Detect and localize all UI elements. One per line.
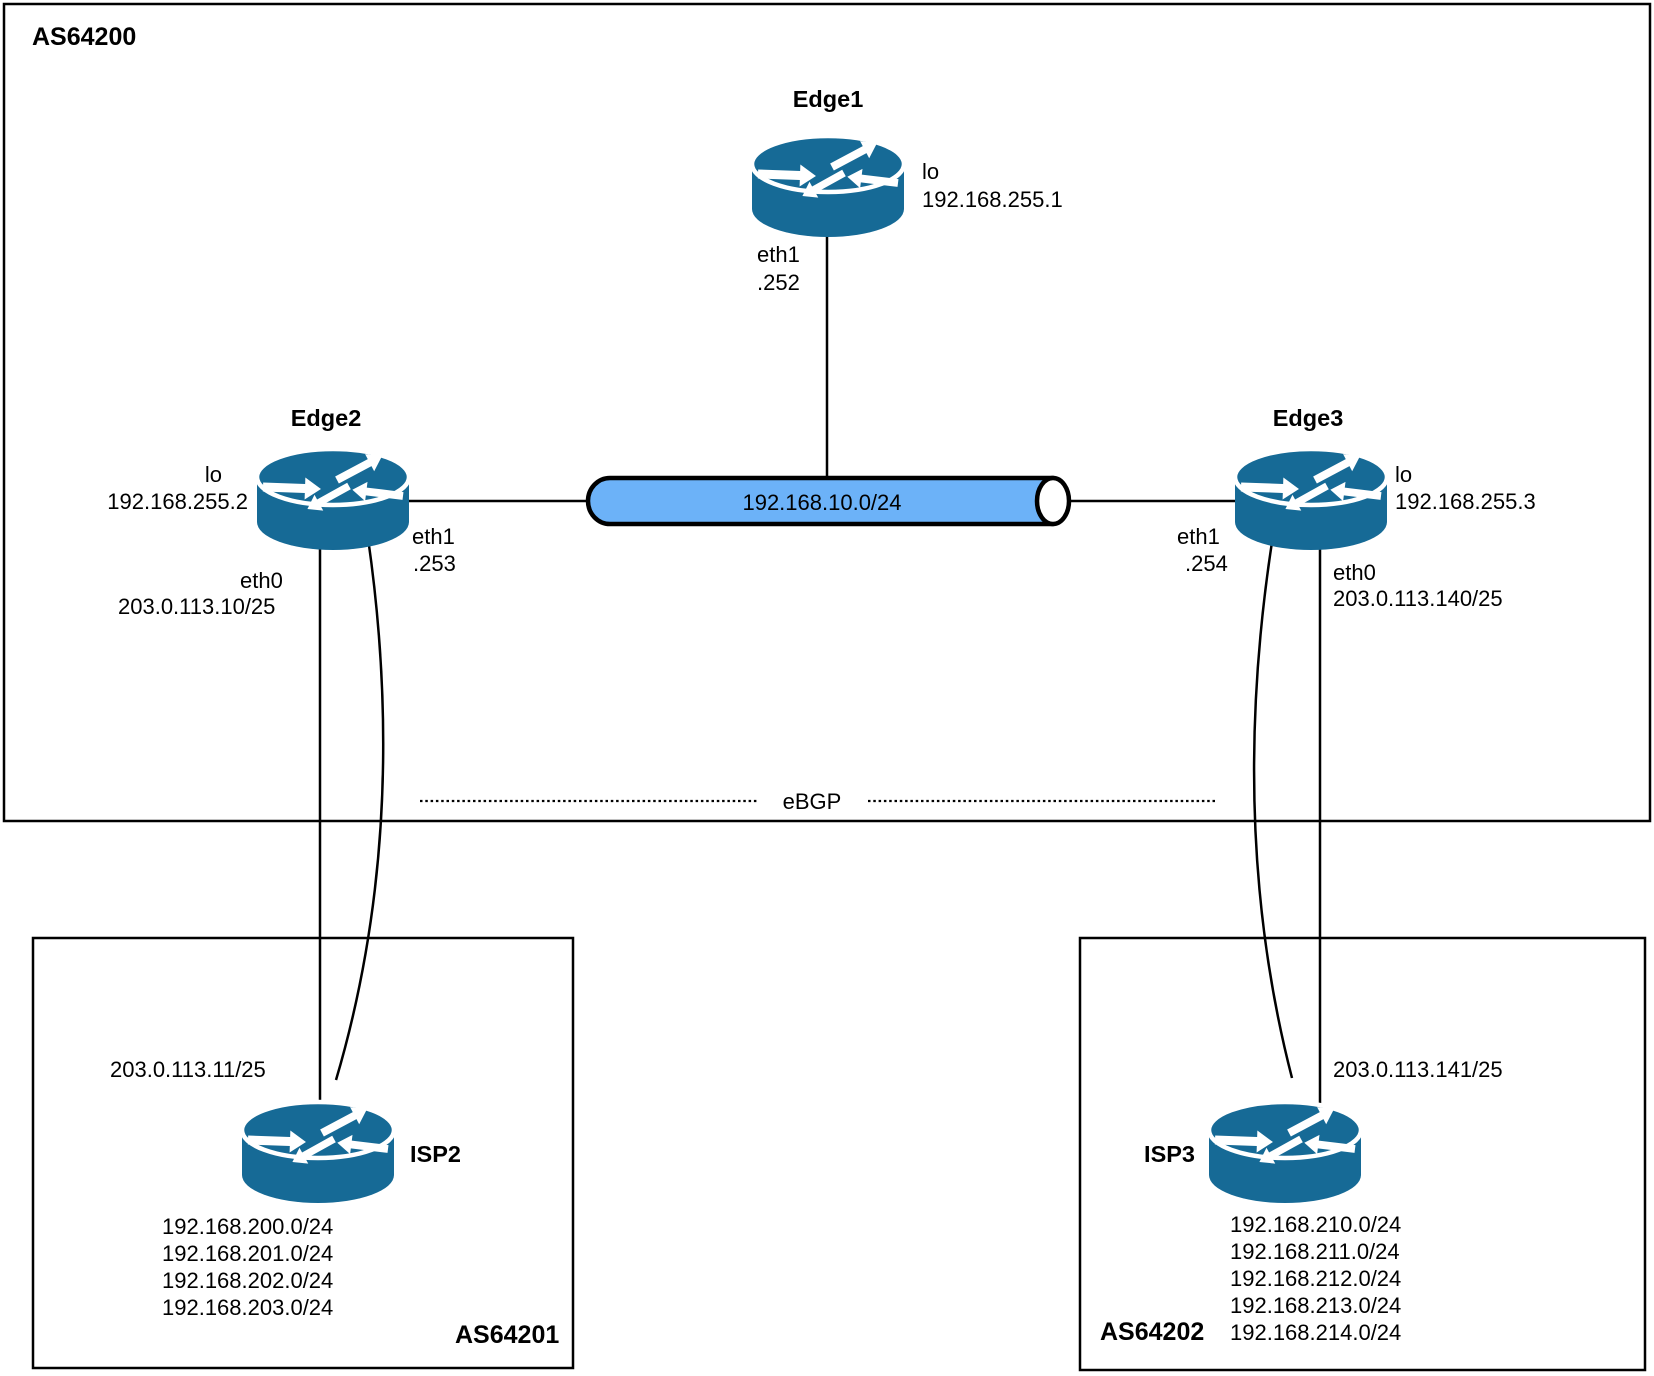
edge1-eth1-ip: .252: [757, 270, 800, 295]
isp3-peer-ip: 203.0.113.141/25: [1333, 1057, 1503, 1082]
edge1-router-icon: [752, 134, 904, 236]
isp2-network: 192.168.203.0/24: [162, 1295, 333, 1320]
edge1-eth1-label: eth1: [757, 242, 800, 267]
edge2-eth1-label: eth1: [412, 524, 455, 549]
edge2-ebgp-session-curve: [334, 537, 385, 1081]
isp3-network: 192.168.211.0/24: [1230, 1239, 1400, 1264]
isp3-network: 192.168.210.0/24: [1230, 1212, 1401, 1237]
edge3-router-icon: [1235, 447, 1387, 549]
edge1-lo-label: lo: [922, 159, 939, 184]
edge3-lo-ip: 192.168.255.3: [1395, 489, 1536, 514]
as64200-box: [2, 2, 1652, 823]
edge3-name: Edge3: [1273, 405, 1344, 431]
as64202-box: [1078, 936, 1647, 1372]
as64201-label: AS64201: [455, 1321, 559, 1349]
isp3-router-icon: [1209, 1100, 1361, 1202]
edge2-eth0-label: eth0: [240, 568, 283, 593]
edge2-lo-ip: 192.168.255.2: [107, 489, 248, 514]
isp3-network: 192.168.214.0/24: [1230, 1320, 1401, 1345]
lan-segment: [585, 475, 1056, 527]
edge3-lo-label: lo: [1395, 462, 1412, 487]
ebgp-label: eBGP: [783, 789, 842, 814]
isp3-network: 192.168.212.0/24: [1230, 1266, 1401, 1291]
isp2-network: 192.168.201.0/24: [162, 1241, 333, 1266]
edge1-lo-ip: 192.168.255.1: [922, 187, 1063, 212]
edge3-eth1-label: eth1: [1177, 524, 1220, 549]
lan-segment-network: 192.168.10.0/24: [742, 490, 901, 515]
isp2-peer-ip: 203.0.113.11/25: [110, 1057, 266, 1082]
as64202-label: AS64202: [1100, 1318, 1204, 1346]
edge2-eth1-ip: .253: [413, 551, 456, 576]
isp2-network: 192.168.200.0/24: [162, 1214, 333, 1239]
edge1-name: Edge1: [793, 86, 864, 112]
edge3-eth0-ip: 203.0.113.140/25: [1333, 586, 1503, 611]
edge2-lo-label: lo: [205, 462, 222, 487]
isp3-name: ISP3: [1144, 1141, 1195, 1167]
edge2-eth0-ip: 203.0.113.10/25: [118, 594, 275, 619]
isp2-router-icon: [242, 1100, 394, 1202]
isp2-name: ISP2: [410, 1141, 461, 1167]
edge2-router-icon: [257, 447, 409, 549]
edge3-eth1-ip: .254: [1185, 551, 1228, 576]
isp2-network: 192.168.202.0/24: [162, 1268, 333, 1293]
as64200-label: AS64200: [32, 23, 136, 51]
lan-segment-cap: [1034, 475, 1072, 527]
as64201-box: [31, 936, 575, 1370]
isp3-network: 192.168.213.0/24: [1230, 1293, 1401, 1318]
edge3-ebgp-session-curve: [1252, 541, 1294, 1079]
edge3-eth0-label: eth0: [1333, 560, 1376, 585]
edge2-name: Edge2: [291, 405, 362, 431]
